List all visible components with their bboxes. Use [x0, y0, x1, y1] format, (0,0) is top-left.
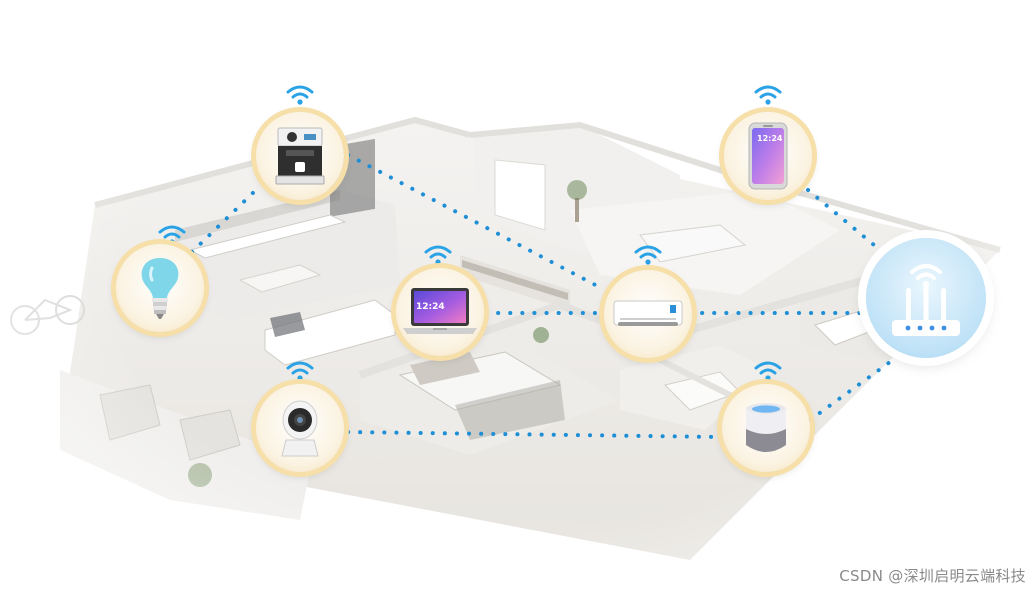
- link-coffee-ac: [346, 153, 607, 292]
- link-phone-router: [806, 188, 882, 252]
- smart-speaker-icon: [746, 403, 786, 452]
- connection-lines: [190, 153, 892, 439]
- laptop-icon: [403, 288, 477, 334]
- security-camera-node[interactable]: [256, 384, 344, 472]
- wifi-signal-icon: [424, 245, 452, 265]
- smart-bulb-icon: [141, 258, 179, 319]
- laptop-clock: 12:24: [416, 302, 445, 312]
- wifi-signal-icon: [286, 361, 314, 381]
- phone-clock: 12:24: [757, 134, 783, 143]
- wifi-signal-icon: [634, 245, 662, 265]
- smart-bulb-node[interactable]: [116, 244, 204, 332]
- wifi-signal-icon: [754, 361, 782, 381]
- wifi-router-icon: [892, 264, 960, 336]
- wifi-signal-icon: [286, 85, 314, 105]
- link-camera-speaker: [346, 430, 724, 439]
- coffee-machine-icon: [275, 127, 325, 185]
- air-conditioner-node[interactable]: [604, 270, 692, 358]
- laptop-node[interactable]: 12:24: [396, 268, 484, 356]
- watermark-text: CSDN @深圳启明云端科技: [839, 567, 1026, 585]
- security-camera-icon: [281, 400, 319, 457]
- smartphone-node[interactable]: 12:24: [724, 112, 812, 200]
- coffee-machine-node[interactable]: [256, 112, 344, 200]
- smart-speaker-node[interactable]: [722, 384, 810, 472]
- wifi-router-node[interactable]: [866, 238, 986, 358]
- smartphone-icon: [748, 122, 788, 190]
- link-speaker-router: [808, 360, 892, 422]
- wifi-signal-icon: [754, 85, 782, 105]
- air-conditioner-icon: [613, 300, 683, 326]
- wifi-signal-icon: [158, 225, 186, 245]
